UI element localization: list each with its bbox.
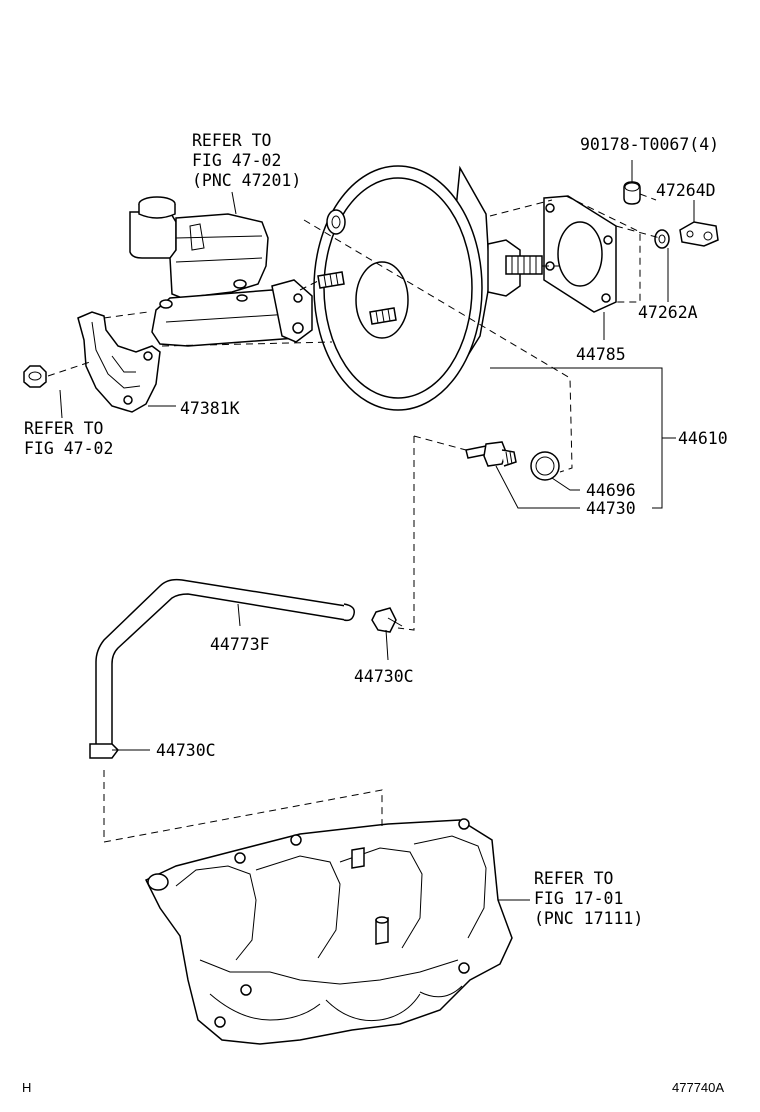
nut-90178-drawing [623, 181, 641, 205]
ref-manifold-line3: (PNC 17111) [534, 909, 643, 928]
part-label-44610: 44610 [678, 429, 728, 448]
part-label-44773f: 44773F [210, 635, 270, 654]
clevis-47264d-drawing [679, 221, 719, 247]
footer-left-code: H [22, 1080, 31, 1095]
part-label-44730c-upper: 44730C [354, 667, 414, 686]
part-label-44730c-lower: 44730C [156, 741, 216, 760]
bracket-drawing [77, 311, 161, 413]
part-label-47381k: 47381K [180, 399, 240, 418]
ref-manifold-line1: REFER TO [534, 869, 613, 888]
master-cylinder-drawing [129, 196, 313, 347]
ref-master-line1: REFER TO [192, 131, 271, 150]
clamp-lower-drawing [89, 743, 124, 759]
vacuum-hose-drawing [95, 578, 356, 752]
leader-lines [59, 160, 695, 901]
brake-booster-drawing [313, 165, 543, 411]
reference-master-cylinder: REFER TO FIG 47-02 (PNC 47201) [192, 131, 301, 190]
ref-bracket-line2: FIG 47-02 [24, 439, 113, 458]
gasket-drawing [543, 195, 617, 313]
reference-bracket-nut: REFER TO FIG 47-02 [24, 419, 113, 458]
grommet-drawing [530, 451, 560, 481]
part-label-47262a: 47262A [638, 303, 698, 322]
ref-master-line3: (PNC 47201) [192, 171, 301, 190]
part-label-44696: 44696 [586, 481, 636, 500]
clamp-upper-drawing [371, 607, 403, 633]
part-label-44730: 44730 [586, 499, 636, 518]
part-label-90178: 90178-T0067(4) [580, 135, 719, 154]
check-valve-drawing [465, 441, 517, 467]
part-label-44785: 44785 [576, 345, 626, 364]
part-label-47264d: 47264D [656, 181, 716, 200]
intake-manifold-drawing [144, 818, 513, 1045]
footer-illustration-number: 477740A [672, 1080, 724, 1095]
reference-manifold: REFER TO FIG 17-01 (PNC 17111) [534, 869, 643, 928]
ref-bracket-line1: REFER TO [24, 419, 103, 438]
pin-47262a-drawing [654, 229, 670, 249]
assembly-guide-lines [47, 193, 661, 843]
nut-drawing [23, 365, 47, 388]
ref-manifold-line2: FIG 17-01 [534, 889, 623, 908]
ref-master-line2: FIG 47-02 [192, 151, 281, 170]
